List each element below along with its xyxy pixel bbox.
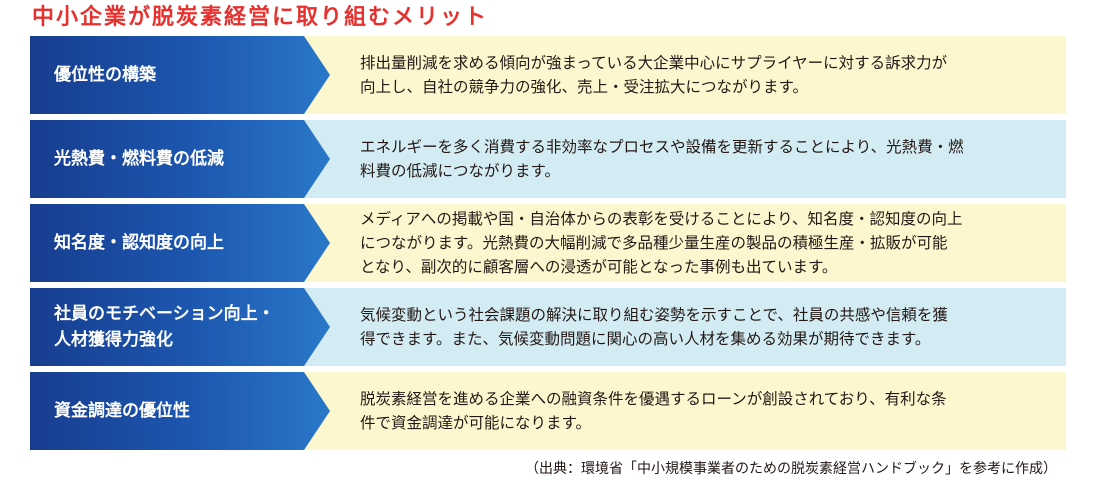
merit-label-arrow: 光熱費・燃料費の低減 bbox=[30, 120, 330, 198]
merit-description: 排出量削減を求める傾向が強まっている大企業中心にサプライヤーに対する訴求力が 向… bbox=[360, 54, 948, 96]
merit-label: 優位性の構築 bbox=[54, 65, 156, 85]
merit-row-employee-motivation: 気候変動という社会課題の解決に取り組む姿勢を示すことで、社員の共感や信頼を獲 得… bbox=[30, 288, 1066, 366]
merit-list: 排出量削減を求める傾向が強まっている大企業中心にサプライヤーに対する訴求力が 向… bbox=[30, 36, 1066, 450]
source-note: （出典：環境省「中小規模事業者のための脱炭素経営ハンドブック」を参考に作成） bbox=[525, 461, 1057, 477]
merit-label: 光熱費・燃料費の低減 bbox=[54, 149, 224, 169]
merit-label-arrow: 優位性の構築 bbox=[30, 36, 330, 114]
merit-row-recognition: メディアへの掲載や国・自治体からの表彰を受けることにより、知名度・認知度の向上 … bbox=[30, 204, 1066, 282]
merit-description: 気候変動という社会課題の解決に取り組む姿勢を示すことで、社員の共感や信頼を獲 得… bbox=[360, 306, 948, 348]
merit-label-arrow: 資金調達の優位性 bbox=[30, 372, 330, 450]
merit-label-arrow: 知名度・認知度の向上 bbox=[30, 204, 330, 282]
merit-description: 脱炭素経営を進める企業への融資条件を優遇するローンが創設されており、有利な条 件… bbox=[360, 390, 947, 432]
page-title: 中小企業が脱炭素経営に取り組むメリット bbox=[32, 5, 489, 30]
merit-label: 社員のモチベーション向上・ 人材獲得力強化 bbox=[54, 304, 275, 350]
merit-description: メディアへの掲載や国・自治体からの表彰を受けることにより、知名度・認知度の向上 … bbox=[360, 210, 963, 276]
merit-label-arrow: 社員のモチベーション向上・ 人材獲得力強化 bbox=[30, 288, 330, 366]
merit-description: エネルギーを多く消費する非効率なプロセスや設備を更新することにより、光熱費・燃 … bbox=[360, 138, 964, 180]
merit-row-financing: 脱炭素経営を進める企業への融資条件を優遇するローンが創設されており、有利な条 件… bbox=[30, 372, 1066, 450]
merit-label: 知名度・認知度の向上 bbox=[54, 233, 224, 253]
merit-row-energy-cost: エネルギーを多く消費する非効率なプロセスや設備を更新することにより、光熱費・燃 … bbox=[30, 120, 1066, 198]
merit-label: 資金調達の優位性 bbox=[54, 401, 190, 421]
merit-row-competitive-advantage: 排出量削減を求める傾向が強まっている大企業中心にサプライヤーに対する訴求力が 向… bbox=[30, 36, 1066, 114]
